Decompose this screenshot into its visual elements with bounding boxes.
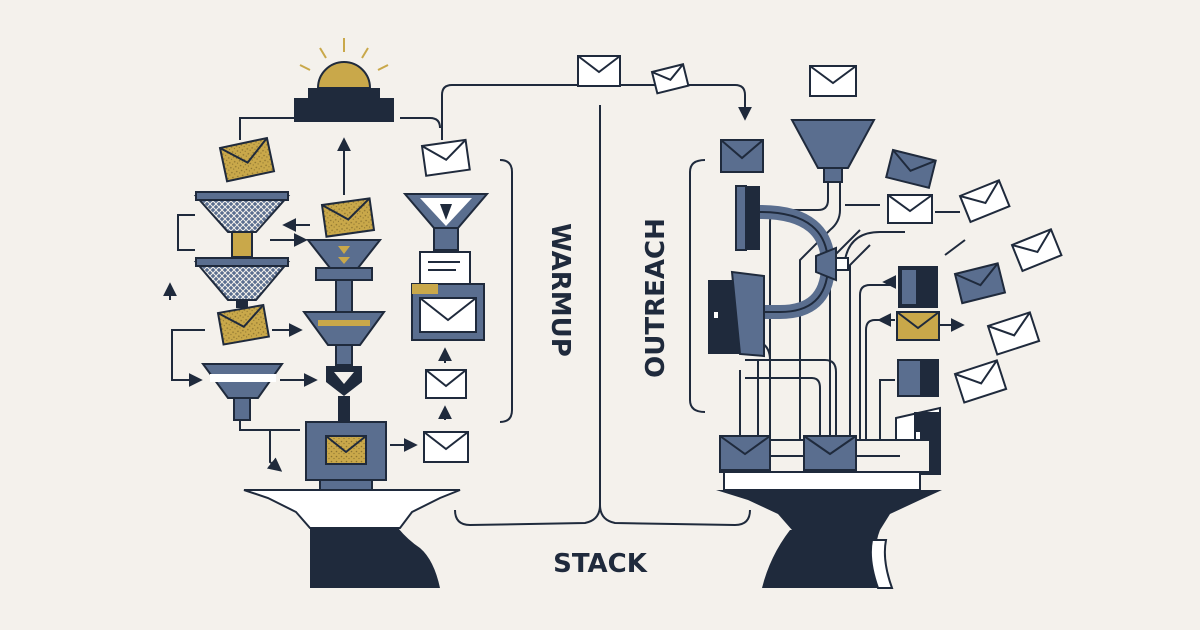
envelope-icon bbox=[958, 178, 1011, 224]
funnel-icon bbox=[402, 193, 490, 251]
envelope-icon bbox=[896, 311, 940, 341]
funnel-icon bbox=[201, 363, 284, 421]
envelope-icon bbox=[650, 63, 690, 95]
door-icon bbox=[735, 185, 760, 251]
funnel-icon bbox=[302, 311, 386, 366]
inbox-tray bbox=[411, 251, 485, 341]
envelope-icon bbox=[887, 194, 933, 224]
envelope-icon bbox=[577, 55, 621, 87]
warmup-machine bbox=[193, 38, 490, 588]
envelope-icon bbox=[1010, 227, 1063, 273]
door-icon bbox=[897, 359, 939, 397]
envelope-icon bbox=[885, 148, 937, 190]
envelope-icon bbox=[423, 431, 469, 463]
funnel-icon bbox=[193, 191, 291, 258]
envelope-icon bbox=[420, 138, 471, 177]
envelope-icon bbox=[218, 136, 276, 183]
envelope-icon bbox=[953, 359, 1008, 404]
funnel-icon bbox=[790, 119, 876, 183]
envelope-icon bbox=[320, 197, 376, 238]
envelope-icon bbox=[425, 369, 467, 399]
beacon-icon bbox=[294, 38, 394, 122]
door-icon bbox=[898, 266, 938, 308]
connector-lines bbox=[163, 84, 966, 527]
envelope-icon bbox=[720, 139, 764, 173]
envelope-icon bbox=[986, 311, 1041, 356]
envelope-box bbox=[305, 421, 387, 491]
funnel-icon bbox=[305, 239, 383, 313]
outreach-machine bbox=[577, 55, 1063, 589]
manifold bbox=[719, 435, 931, 491]
funnel-icon bbox=[193, 257, 291, 308]
envelope-icon bbox=[809, 65, 857, 97]
door-icon bbox=[708, 270, 765, 358]
outreach-label: OUTREACH bbox=[641, 218, 671, 378]
anvil-icon bbox=[243, 489, 461, 588]
envelope-icon bbox=[953, 262, 1007, 305]
chevron-down-icon bbox=[326, 366, 362, 422]
anvil-icon bbox=[716, 490, 942, 589]
envelope-icon bbox=[803, 435, 857, 471]
envelope-icon bbox=[325, 435, 367, 465]
warmup-label: WARMUP bbox=[545, 223, 575, 357]
pipe-connector bbox=[815, 246, 849, 282]
envelope-icon bbox=[216, 303, 271, 346]
envelope-icon bbox=[719, 435, 771, 471]
stack-label: STACK bbox=[553, 549, 648, 579]
